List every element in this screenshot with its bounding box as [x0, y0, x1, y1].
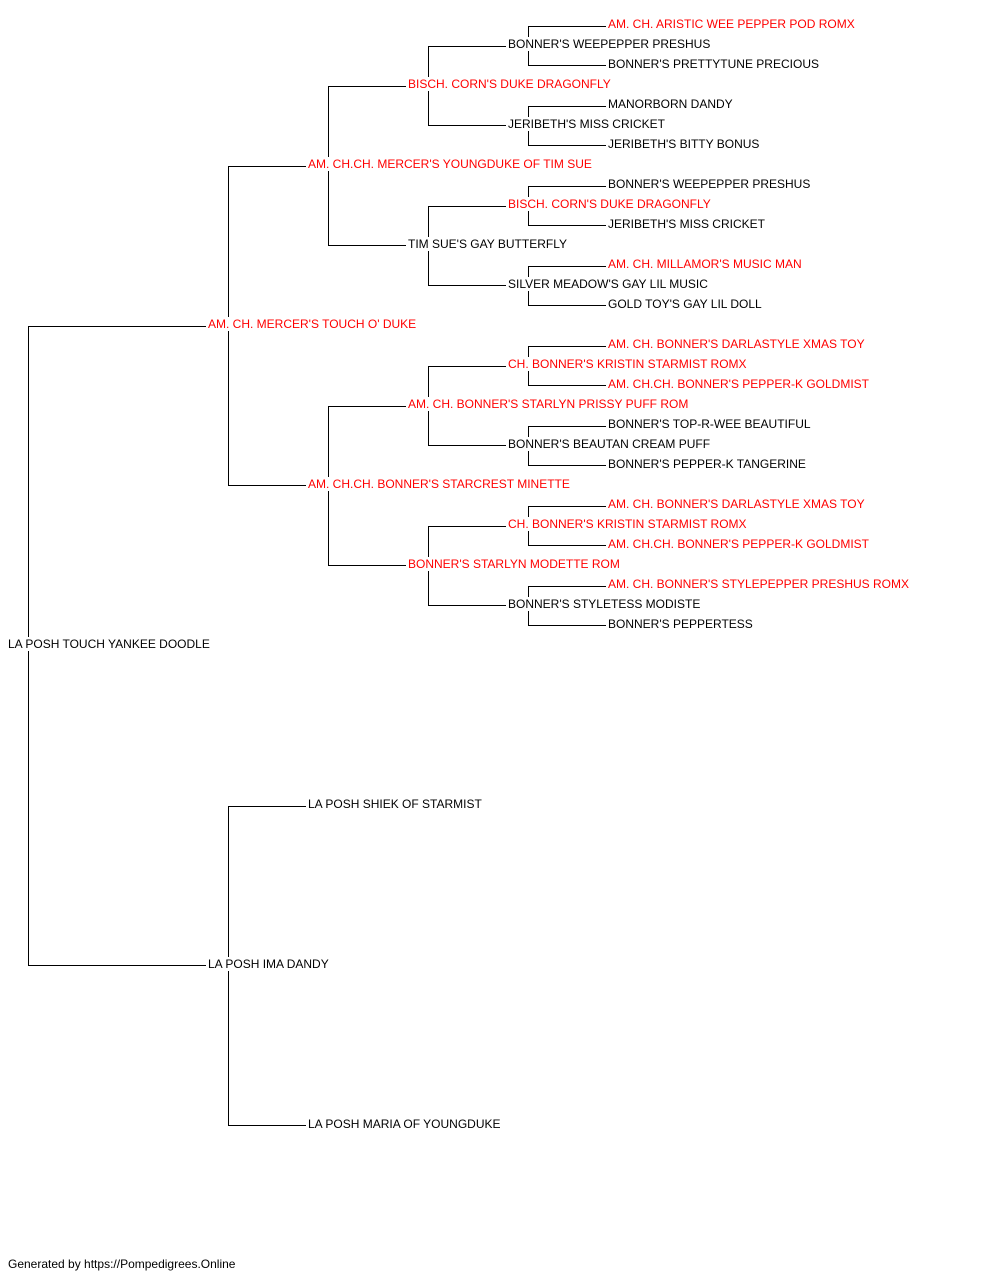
pedigree-entry-gen4: BISCH. CORN'S DUKE DRAGONFLY	[508, 197, 713, 211]
pedigree-entry-gen5: MANORBORN DANDY	[608, 97, 735, 111]
pedigree-entry-gen4: BONNER'S STYLETESS MODISTE	[508, 597, 703, 611]
pedigree-entry-gen5: BONNER'S PRETTYTUNE PRECIOUS	[608, 57, 821, 71]
pedigree-entry-gen5: AM. CH. BONNER'S DARLASTYLE XMAS TOY	[608, 337, 867, 351]
pedigree-entry-gen2: AM. CH.CH. BONNER'S STARCREST MINETTE	[308, 477, 572, 491]
pedigree-entry-gen2: LA POSH MARIA OF YOUNGDUKE	[308, 1117, 503, 1131]
pedigree-entry-gen4: JERIBETH'S MISS CRICKET	[508, 117, 667, 131]
pedigree-entry-gen4: BONNER'S BEAUTAN CREAM PUFF	[508, 437, 713, 451]
pedigree-entry-gen5: JERIBETH'S BITTY BONUS	[608, 137, 762, 151]
pedigree-entry-gen5: BONNER'S PEPPER-K TANGERINE	[608, 457, 808, 471]
pedigree-entry-gen4: CH. BONNER'S KRISTIN STARMIST ROMX	[508, 517, 749, 531]
pedigree-entry-gen1: LA POSH IMA DANDY	[208, 957, 331, 971]
pedigree-entry-gen0: LA POSH TOUCH YANKEE DOODLE	[8, 637, 212, 651]
pedigree-entry-gen5: AM. CH.CH. BONNER'S PEPPER-K GOLDMIST	[608, 377, 871, 391]
pedigree-entry-gen5: BONNER'S WEEPEPPER PRESHUS	[608, 177, 813, 191]
pedigree-entry-gen4: CH. BONNER'S KRISTIN STARMIST ROMX	[508, 357, 749, 371]
pedigree-entry-gen1: AM. CH. MERCER'S TOUCH O' DUKE	[208, 317, 419, 331]
pedigree-entry-gen2: AM. CH.CH. MERCER'S YOUNGDUKE OF TIM SUE	[308, 157, 594, 171]
footer-credit: Generated by https://Pompedigrees.Online	[8, 1257, 236, 1271]
pedigree-entry-gen3: TIM SUE'S GAY BUTTERFLY	[408, 237, 569, 251]
pedigree-entry-gen5: AM. CH. BONNER'S DARLASTYLE XMAS TOY	[608, 497, 867, 511]
pedigree-entry-gen3: BISCH. CORN'S DUKE DRAGONFLY	[408, 77, 613, 91]
pedigree-entry-gen5: AM. CH. BONNER'S STYLEPEPPER PRESHUS ROM…	[608, 577, 912, 591]
pedigree-entry-gen5: AM. CH.CH. BONNER'S PEPPER-K GOLDMIST	[608, 537, 871, 551]
pedigree-entry-gen5: GOLD TOY'S GAY LIL DOLL	[608, 297, 764, 311]
pedigree-entry-gen4: BONNER'S WEEPEPPER PRESHUS	[508, 37, 713, 51]
pedigree-entry-gen5: AM. CH. ARISTIC WEE PEPPER POD ROMX	[608, 17, 857, 31]
pedigree-entry-gen5: JERIBETH'S MISS CRICKET	[608, 217, 767, 231]
pedigree-entry-gen5: BONNER'S TOP-R-WEE BEAUTIFUL	[608, 417, 813, 431]
pedigree-entry-gen3: BONNER'S STARLYN MODETTE ROM	[408, 557, 622, 571]
pedigree-entry-gen5: BONNER'S PEPPERTESS	[608, 617, 755, 631]
pedigree-entry-gen3: AM. CH. BONNER'S STARLYN PRISSY PUFF ROM	[408, 397, 691, 411]
pedigree-entry-gen5: AM. CH. MILLAMOR'S MUSIC MAN	[608, 257, 804, 271]
pedigree-entry-gen2: LA POSH SHIEK OF STARMIST	[308, 797, 484, 811]
pedigree-entry-gen4: SILVER MEADOW'S GAY LIL MUSIC	[508, 277, 710, 291]
